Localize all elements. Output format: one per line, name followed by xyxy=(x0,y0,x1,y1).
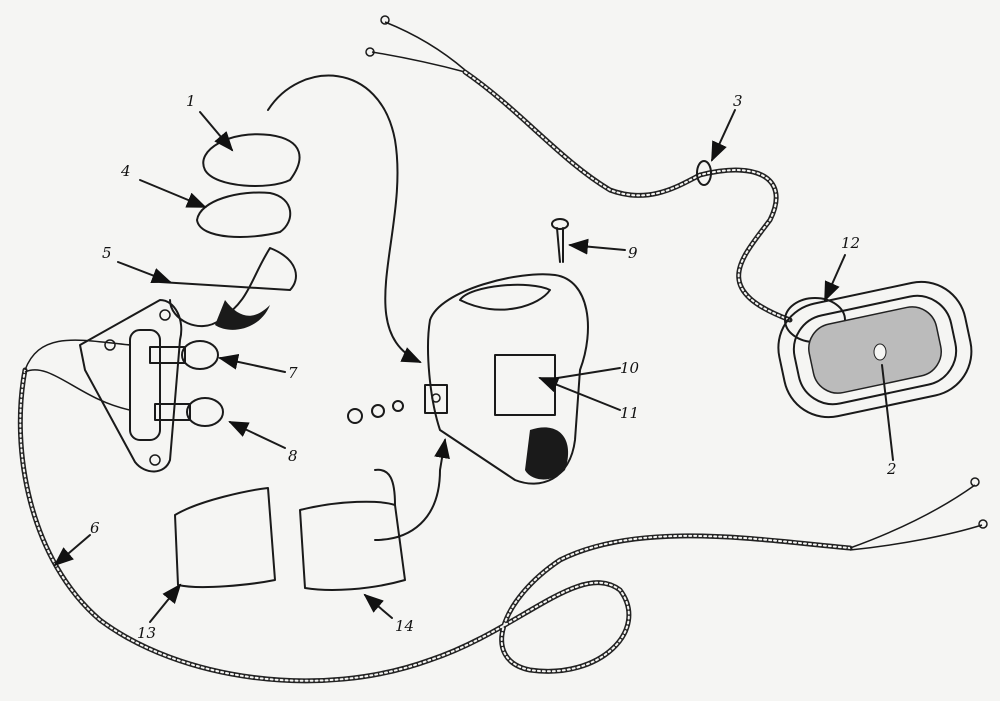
assembly-arrow xyxy=(267,74,422,363)
callout-7: 7 xyxy=(288,364,298,382)
callout-5: 5 xyxy=(102,244,112,262)
wire-harness-long xyxy=(17,339,988,684)
callout-12: 12 xyxy=(841,234,860,252)
callout-10: 10 xyxy=(620,359,640,377)
wire-harness-top xyxy=(365,15,793,323)
callout-14: 14 xyxy=(395,617,414,635)
callout-2: 2 xyxy=(886,460,897,478)
callout-9: 9 xyxy=(628,244,638,262)
leader-arrows xyxy=(53,109,894,623)
callout-1: 1 xyxy=(186,92,196,110)
gasket xyxy=(202,133,301,187)
bulb-holder xyxy=(79,299,224,473)
callout-8: 8 xyxy=(288,447,298,465)
callout-13: 13 xyxy=(137,624,156,642)
bracket xyxy=(159,247,297,330)
callout-4: 4 xyxy=(120,162,131,180)
callout-11: 11 xyxy=(620,404,639,422)
lens-frame xyxy=(299,438,450,591)
lens xyxy=(196,191,292,238)
rear-lamp xyxy=(777,280,973,419)
callout-3: 3 xyxy=(733,92,743,110)
callout-6: 6 xyxy=(90,519,100,537)
lamp-lens-cover xyxy=(174,487,276,589)
grommet xyxy=(696,160,712,186)
screw xyxy=(551,218,569,263)
lamp-housing xyxy=(347,273,589,485)
